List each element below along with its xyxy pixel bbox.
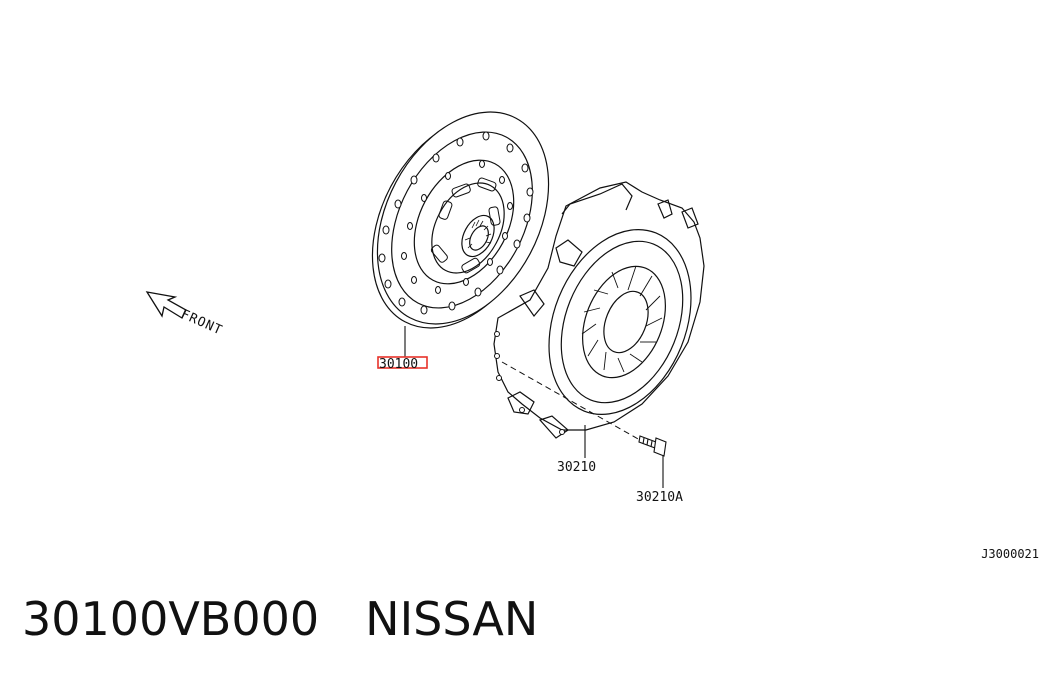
cover-bolt[interactable] <box>638 435 667 457</box>
clutch-cover-callout[interactable]: 30210 <box>557 460 596 475</box>
front-label: FRONT <box>178 307 224 339</box>
cover-bolt-callout[interactable]: 30210A <box>636 490 683 505</box>
clutch-disc[interactable] <box>338 83 583 358</box>
clutch-disc-highlight <box>377 356 428 369</box>
clutch-disc-callout[interactable]: 30100 <box>379 357 418 372</box>
clutch-cover[interactable] <box>493 181 717 439</box>
figure-code: J3000021 <box>981 547 1039 561</box>
brand-name: NISSAN <box>365 592 539 646</box>
part-number: 30100VB000 <box>22 592 320 646</box>
front-arrow-icon <box>145 291 187 319</box>
bolt-alignment-line <box>501 361 641 441</box>
